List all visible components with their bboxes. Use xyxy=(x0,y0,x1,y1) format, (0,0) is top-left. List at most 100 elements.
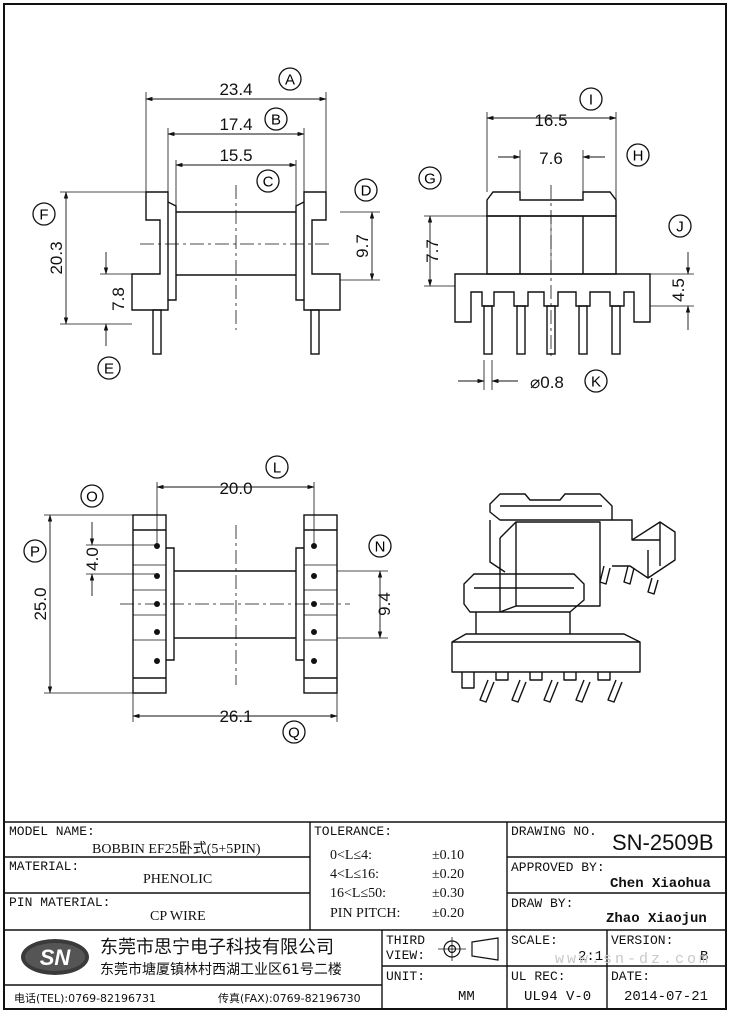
material-value: PHENOLIC xyxy=(143,872,213,887)
bottom-view-pin-holes xyxy=(154,543,317,664)
marker-letter: F xyxy=(39,207,48,224)
tolerance-label: TOLERANCE: xyxy=(314,824,393,839)
scale-value: 2:1 xyxy=(578,949,604,965)
third-view-label-2: VIEW: xyxy=(386,948,426,963)
marker-letter: J xyxy=(676,219,684,236)
dim-e-value: 7.8 xyxy=(109,287,128,311)
marker-e: E xyxy=(97,356,121,380)
ul-rec-value: UL94 V-0 xyxy=(524,989,592,1005)
marker-i: I xyxy=(579,87,603,111)
date-value: 2014-07-21 xyxy=(624,989,709,1005)
sn-logo: SN xyxy=(21,939,89,975)
dim-k-value: ⌀0.8 xyxy=(530,373,564,392)
pin-material-value: CP WIRE xyxy=(150,909,206,924)
dim-p-value: 25.0 xyxy=(31,587,50,620)
logo-text: SN xyxy=(40,945,72,970)
dim-j-value: 4.5 xyxy=(669,278,688,302)
fax-number: 传真(FAX):0769-82196730 xyxy=(218,992,361,1005)
draw-by-label: DRAW BY: xyxy=(511,896,574,911)
tolerance-range-3: 16<L≤50: xyxy=(330,886,387,901)
marker-letter: E xyxy=(104,361,114,378)
drawing-no-label: DRAWING NO. xyxy=(511,824,597,839)
dim-b-value: 17.4 xyxy=(219,115,252,134)
marker-p: P xyxy=(23,539,47,563)
third-angle-projection-icon xyxy=(438,937,499,961)
unit-label: UNIT: xyxy=(386,969,426,984)
tolerance-range-2: 4<L≤16: xyxy=(330,867,380,882)
marker-h: H xyxy=(626,143,650,167)
approved-by-value: Chen Xiaohua xyxy=(610,876,711,892)
dim-l-value: 20.0 xyxy=(219,479,252,498)
marker-letter: O xyxy=(86,489,98,506)
marker-letter: A xyxy=(285,72,295,89)
date-label: DATE: xyxy=(611,969,651,984)
front-view xyxy=(60,92,380,355)
marker-j: J xyxy=(668,214,692,238)
marker-letter: N xyxy=(375,539,386,556)
marker-o: O xyxy=(80,484,104,508)
marker-letter: Q xyxy=(288,725,300,742)
pin-pitch-label: PIN PITCH: xyxy=(330,906,401,921)
marker-d: D xyxy=(354,178,378,202)
marker-b: B xyxy=(264,107,288,131)
isometric-view xyxy=(451,493,676,703)
side-view-labels: 16.5 7.6 7.7 4.5 ⌀0.8 xyxy=(423,111,688,392)
version-label: VERSION: xyxy=(611,933,674,948)
unit-value: MM xyxy=(458,989,475,1005)
marker-g: G xyxy=(418,166,442,190)
marker-letter: P xyxy=(30,544,40,561)
drawing-no-value: SN-2509B xyxy=(612,830,714,855)
marker-letter: H xyxy=(633,148,644,165)
tolerance-value-2: ±0.20 xyxy=(432,867,465,882)
dim-i-value: 16.5 xyxy=(534,111,567,130)
dim-n-value: 9.4 xyxy=(375,592,394,616)
company-address: 东莞市塘厦镇林村西湖工业区61号二楼 xyxy=(100,962,342,978)
front-view-labels: 23.4 17.4 15.5 20.3 7.8 9.7 xyxy=(47,80,372,311)
third-view-label-1: THIRD xyxy=(386,933,426,948)
marker-c: C xyxy=(256,169,280,193)
marker-letter: B xyxy=(271,112,281,129)
tolerance-value-1: ±0.10 xyxy=(432,848,465,863)
version-value: B xyxy=(700,949,709,965)
dim-g-value: 7.7 xyxy=(423,239,442,263)
bottom-view xyxy=(44,482,388,722)
marker-letter: I xyxy=(589,92,593,109)
pin-pitch-value: ±0.20 xyxy=(432,906,465,921)
bottom-view-labels: 20.0 25.0 4.0 9.4 26.1 xyxy=(31,479,394,726)
model-name-value: BOBBIN EF25卧式(5+5PIN) xyxy=(92,842,261,857)
dim-a-value: 23.4 xyxy=(219,80,252,99)
marker-k: K xyxy=(584,369,608,393)
dim-h-value: 7.6 xyxy=(539,149,563,168)
marker-l: L xyxy=(265,455,289,479)
draw-by-value: Zhao Xiaojun xyxy=(606,911,707,927)
dim-c-value: 15.5 xyxy=(219,146,252,165)
tolerance-value-3: ±0.30 xyxy=(432,886,465,901)
marker-letter: C xyxy=(263,174,274,191)
watermark: www.sn-dz.com xyxy=(555,951,712,968)
material-label: MATERIAL: xyxy=(9,859,80,874)
sheet-border xyxy=(3,3,727,1010)
dimension-markers: A B C D E F I H G J K L O P N Q xyxy=(23,67,692,744)
company-name: 东莞市思宁电子科技有限公司 xyxy=(100,937,334,958)
dim-f-value: 20.3 xyxy=(47,241,66,274)
marker-q: Q xyxy=(282,720,306,744)
title-block-grid xyxy=(4,821,726,1009)
dim-d-value: 9.7 xyxy=(353,234,372,258)
scale-label: SCALE: xyxy=(511,933,558,948)
marker-a: A xyxy=(278,67,302,91)
side-view xyxy=(424,112,694,390)
pin-material-label: PIN MATERIAL: xyxy=(9,895,111,910)
marker-letter: G xyxy=(424,171,436,188)
ul-rec-label: UL REC: xyxy=(511,969,566,984)
tolerance-range-1: 0<L≤4: xyxy=(330,848,373,863)
dim-q-value: 26.1 xyxy=(219,707,252,726)
marker-f: F xyxy=(32,202,56,226)
dim-o-value: 4.0 xyxy=(83,547,102,571)
approved-by-label: APPROVED BY: xyxy=(511,860,605,875)
marker-n: N xyxy=(368,534,392,558)
marker-letter: K xyxy=(591,374,601,391)
model-name-label: MODEL NAME: xyxy=(9,824,95,839)
marker-letter: L xyxy=(273,460,281,477)
marker-letter: D xyxy=(361,183,372,200)
